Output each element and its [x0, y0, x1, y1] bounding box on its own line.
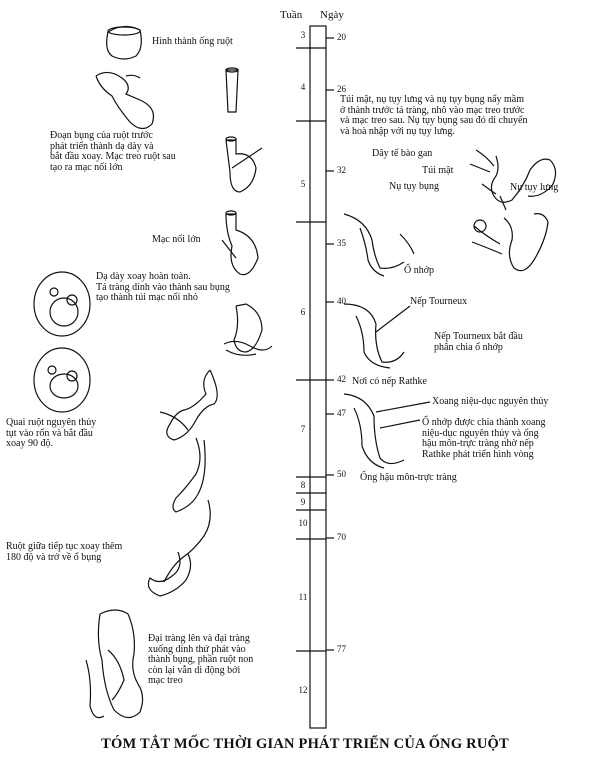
week-label: 7 [300, 424, 306, 434]
dorsal-pancreas-label: Nụ tụy lưng [510, 182, 559, 193]
day-label: 26 [337, 84, 346, 94]
stomach-rotated-drawing [233, 303, 263, 353]
week-label: 4 [300, 82, 306, 92]
tourneux-fold-drawing [343, 303, 405, 363]
day-label: 50 [337, 469, 346, 479]
day-label: 47 [337, 408, 346, 418]
midgut-return-label: Ruột giữa tiếp tục xoay thêm 180 độ và t… [6, 541, 123, 563]
foregut-label: Đoạn bụng của ruột trước phát triển thàn… [50, 130, 176, 173]
cloaca-divided-label: Ổ nhớp được chia thành xoang niệu-dục ng… [422, 417, 546, 460]
pancreas-fused-drawing [503, 213, 549, 272]
day-label: 42 [337, 374, 346, 384]
colon-final-drawing [97, 609, 144, 719]
day-label: 77 [337, 644, 346, 654]
day-column-header: Ngày [320, 9, 344, 21]
day-label: 20 [337, 32, 346, 42]
tourneux-divides-label: Nếp Tourneux bắt đầu phân chia ổ nhớp [434, 331, 523, 353]
gut-tube-label: Hình thành ống ruột [152, 36, 233, 47]
figure-title: TÓM TẮT MỐC THỜI GIAN PHÁT TRIỂN CỦA ỐNG… [101, 736, 509, 752]
week-label: 11 [298, 592, 308, 602]
cloaca-label: Ổ nhớp [404, 265, 435, 276]
urogenital-sinus-label: Xoang niệu-dục nguyên thủy [432, 396, 549, 407]
gut-tube-drawing [106, 25, 142, 60]
greater-omentum-label: Mạc nối lớn [152, 234, 201, 245]
tourneux-fold-label: Nếp Tourneux [410, 296, 468, 307]
day-label: 32 [337, 165, 346, 175]
midgut-loop-2-drawing [172, 437, 206, 513]
midgut-return-drawing [147, 551, 192, 597]
midgut-loop-3-drawing [163, 499, 211, 583]
rathke-fold-drawing [343, 393, 405, 465]
greater-omentum-drawing [225, 213, 259, 276]
midgut-loop-label: Quai ruột nguyên thủy tụt vào rốn và bắt… [6, 417, 97, 449]
ventral-pancreas-label: Nụ tụy bụng [389, 181, 439, 192]
week-label: 6 [300, 307, 306, 317]
buds-label: Túi mật, nụ tụy lưng và nụ tụy bụng nẩy … [340, 94, 528, 137]
week-label: 9 [300, 497, 306, 507]
stomach-rotating-drawing [225, 139, 257, 193]
stomach-rotation-label: Dạ dày xoay hoàn toàn. Tá tràng dính vào… [96, 271, 230, 303]
colon-label: Đại tràng lên và đại tràng xuống dính th… [148, 633, 254, 686]
bile-duct-label: Dây tế bào gan [372, 148, 433, 159]
stomach-early-drawing [95, 71, 155, 130]
timeline-bar [309, 25, 327, 729]
week-label: 10 [298, 518, 308, 528]
week-label: 5 [300, 179, 306, 189]
week-column-header: Tuần [280, 9, 303, 21]
midgut-loop-drawing [166, 369, 218, 441]
tube-segment-drawing [225, 69, 239, 113]
week-dividers [296, 47, 326, 652]
cross-section-2 [33, 347, 91, 413]
pancreas-buds-drawing [490, 155, 557, 203]
anorectal-canal-label: Ống hậu môn-trực tràng [360, 472, 457, 483]
cross-section-1 [33, 271, 91, 337]
gallbladder-label: Túi mật [422, 165, 454, 176]
day-ticks [326, 37, 334, 651]
day-label: 70 [337, 532, 346, 542]
day-label: 40 [337, 296, 346, 306]
rathke-fold-label: Nơi có nếp Rathke [352, 376, 427, 387]
cloaca-drawing [343, 213, 405, 269]
week-label: 12 [298, 685, 308, 695]
day-label: 35 [337, 238, 346, 248]
week-label: 3 [300, 30, 306, 40]
week-label: 8 [300, 480, 306, 490]
